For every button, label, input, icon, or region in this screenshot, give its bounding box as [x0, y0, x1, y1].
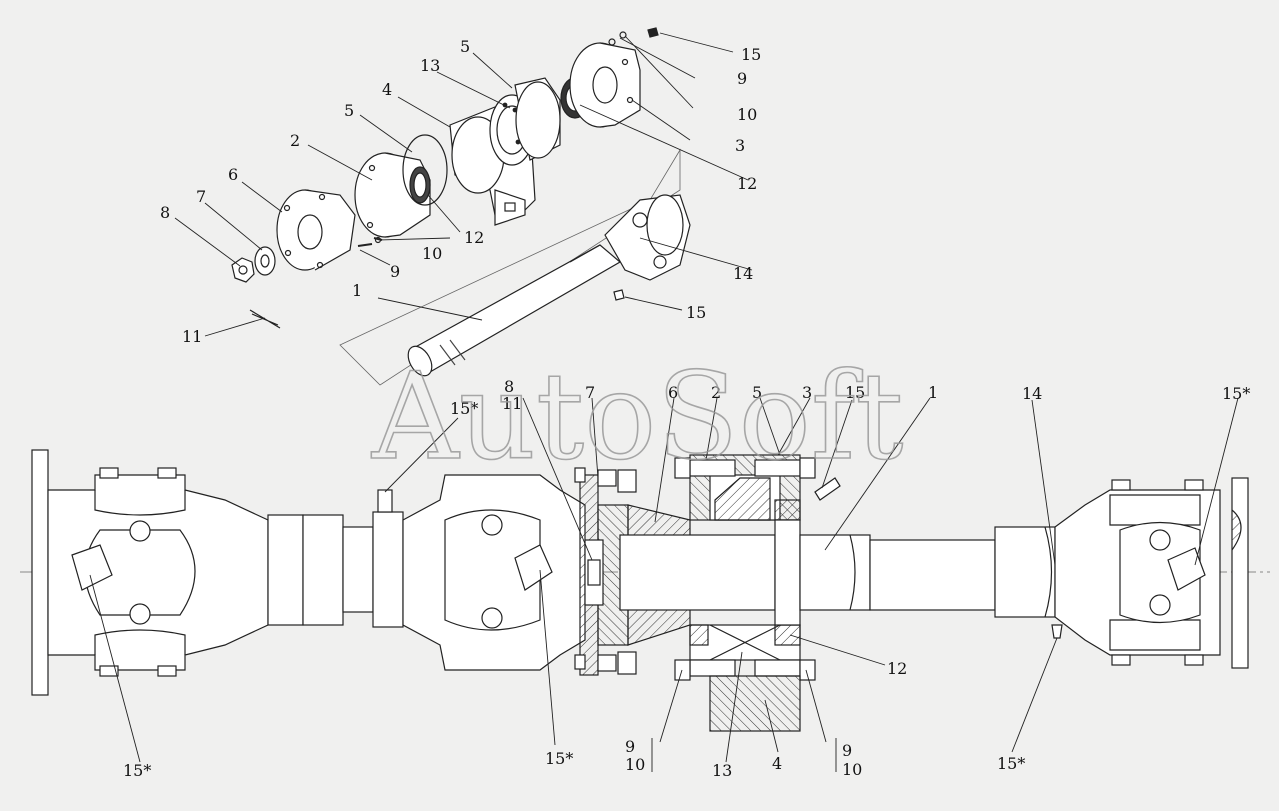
label-as-15s-top-left: 15* — [450, 399, 478, 418]
label-ex-1: 1 — [352, 281, 362, 300]
label-as-10-left: 10 — [625, 755, 645, 774]
label-ex-14: 14 — [733, 264, 753, 283]
label-ex-11: 11 — [182, 327, 202, 346]
washer-part-7 — [254, 246, 276, 276]
label-as-5: 5 — [752, 383, 762, 402]
label-ex-10a: 10 — [737, 105, 757, 124]
label-ex-12b: 12 — [464, 228, 484, 247]
cotter-pin-part-11 — [249, 309, 281, 329]
shaft-part-1 — [407, 244, 622, 377]
label-ex-12a: 12 — [737, 174, 757, 193]
label-as-13: 13 — [712, 761, 732, 780]
gasket-part-5b — [514, 77, 561, 161]
label-ex-7: 7 — [196, 187, 206, 206]
label-as-15s-bot-mid: 15* — [545, 749, 573, 768]
label-as-9-right: 9 — [842, 741, 852, 760]
assembly-labels: 8 11 7 6 2 5 3 15 1 14 15* 15* 15* 15* 1… — [123, 377, 1250, 780]
nut-part-8 — [231, 257, 255, 283]
label-as-15: 15 — [845, 383, 865, 402]
label-as-1: 1 — [928, 383, 938, 402]
exploded-view — [174, 27, 753, 386]
label-as-14: 14 — [1022, 384, 1042, 403]
label-ex-6: 6 — [228, 165, 238, 184]
exploded-labels: 1 2 3 4 5 5 6 7 8 9 9 10 10 11 12 12 13 … — [160, 37, 761, 346]
label-ex-10b: 10 — [422, 244, 442, 263]
label-ex-9a: 9 — [737, 69, 747, 88]
yoke-part-14 — [604, 194, 691, 281]
label-ex-13: 13 — [420, 56, 440, 75]
left-flange — [31, 449, 49, 696]
gasket-part-5a — [402, 134, 448, 206]
label-ex-15a: 15 — [741, 45, 761, 64]
label-ex-5a: 5 — [344, 101, 354, 120]
label-as-6: 6 — [668, 383, 678, 402]
label-ex-9b: 9 — [390, 262, 400, 281]
label-ex-8: 8 — [160, 203, 170, 222]
watermark: AutoSoft — [371, 348, 904, 487]
right-flange — [1231, 477, 1249, 669]
label-as-15s-top-right: 15* — [1222, 384, 1250, 403]
label-as-8: 8 — [504, 377, 514, 396]
label-ex-4: 4 — [382, 80, 392, 99]
label-ex-2: 2 — [290, 131, 300, 150]
flange-part-6 — [276, 189, 356, 271]
grease-fitting-part-15b — [613, 289, 625, 301]
label-as-3: 3 — [802, 383, 812, 402]
label-as-12: 12 — [887, 659, 907, 678]
label-ex-15b: 15 — [686, 303, 706, 322]
label-as-11: 11 — [502, 394, 522, 413]
label-ex-3: 3 — [735, 136, 745, 155]
label-ex-5b: 5 — [460, 37, 470, 56]
grease-fitting-part-15a — [647, 27, 659, 38]
label-as-7: 7 — [585, 383, 595, 402]
assembly-view — [20, 397, 1270, 772]
cap-part-3 — [569, 42, 641, 128]
label-as-15s-bot-left: 15* — [123, 761, 151, 780]
label-as-15s-bot-right: 15* — [997, 754, 1025, 773]
label-as-2: 2 — [711, 383, 721, 402]
label-as-4: 4 — [772, 754, 782, 773]
label-as-10-right: 10 — [842, 760, 862, 779]
label-as-9-left: 9 — [625, 737, 635, 756]
